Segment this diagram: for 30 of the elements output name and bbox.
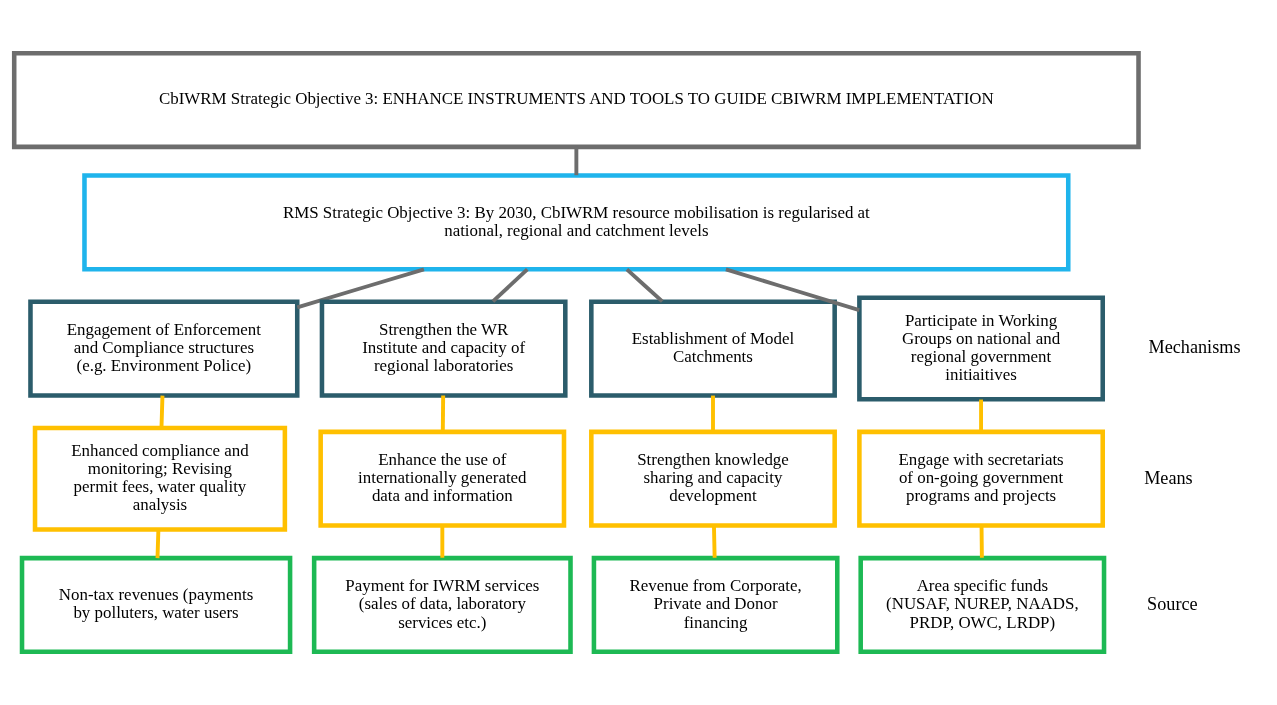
- node-box: Area specific funds (NUSAF, NUREP, NAADS, PRDP, OWC, LRDP): [858, 555, 1107, 655]
- node-box: CbIWRM Strategic Objective 3: ENHANCE INSTRUMENTS AND TOOLS TO GUIDE CBIWRM IMPLEMENTATION: [11, 50, 1141, 150]
- connector: [979, 525, 984, 558]
- connector: [574, 146, 579, 176]
- connector: [712, 525, 717, 558]
- node-box: Establishment of Model Catchments: [589, 299, 837, 398]
- connector: [440, 395, 446, 432]
- node-box: Participate in Working Groups on national and regional government initiaitives: [857, 295, 1105, 402]
- node-box: Non-tax revenues (payments by polluters, water users: [19, 555, 293, 655]
- connector: [296, 267, 425, 310]
- connector: [725, 267, 860, 312]
- node-box: Strengthen the WR Institute and capacity of regional laboratories: [319, 299, 568, 398]
- node-box: Engagement of Enforcement and Compliance structures (e.g. Environment Police): [28, 299, 300, 398]
- label: Means: [1144, 467, 1193, 488]
- label: Source: [1147, 593, 1198, 614]
- node-box: Enhanced compliance and monitoring; Revising permit fees, water quality analysis: [32, 425, 288, 532]
- node-box: RMS Strategic Objective 3: By 2030, CbIWRM resource mobilisation is regularised at national, regional and catchment levels: [82, 173, 1071, 272]
- connector: [440, 525, 445, 558]
- connector: [625, 267, 664, 303]
- connector: [155, 529, 161, 559]
- node-box: Enhance the use of internationally generated data and information: [318, 429, 567, 528]
- connector: [491, 267, 529, 303]
- node-box: Payment for IWRM services (sales of data, laboratory services etc.): [311, 555, 573, 655]
- node-box: Strengthen knowledge sharing and capacity development: [589, 429, 837, 528]
- node-box: Engage with secretariats of on-going government programs and projects: [857, 429, 1105, 528]
- connector: [979, 399, 983, 432]
- connector: [159, 395, 165, 428]
- connector: [711, 395, 715, 432]
- label: Mechanisms: [1148, 337, 1241, 358]
- node-box: Revenue from Corporate, Private and Donor financing: [591, 555, 840, 655]
